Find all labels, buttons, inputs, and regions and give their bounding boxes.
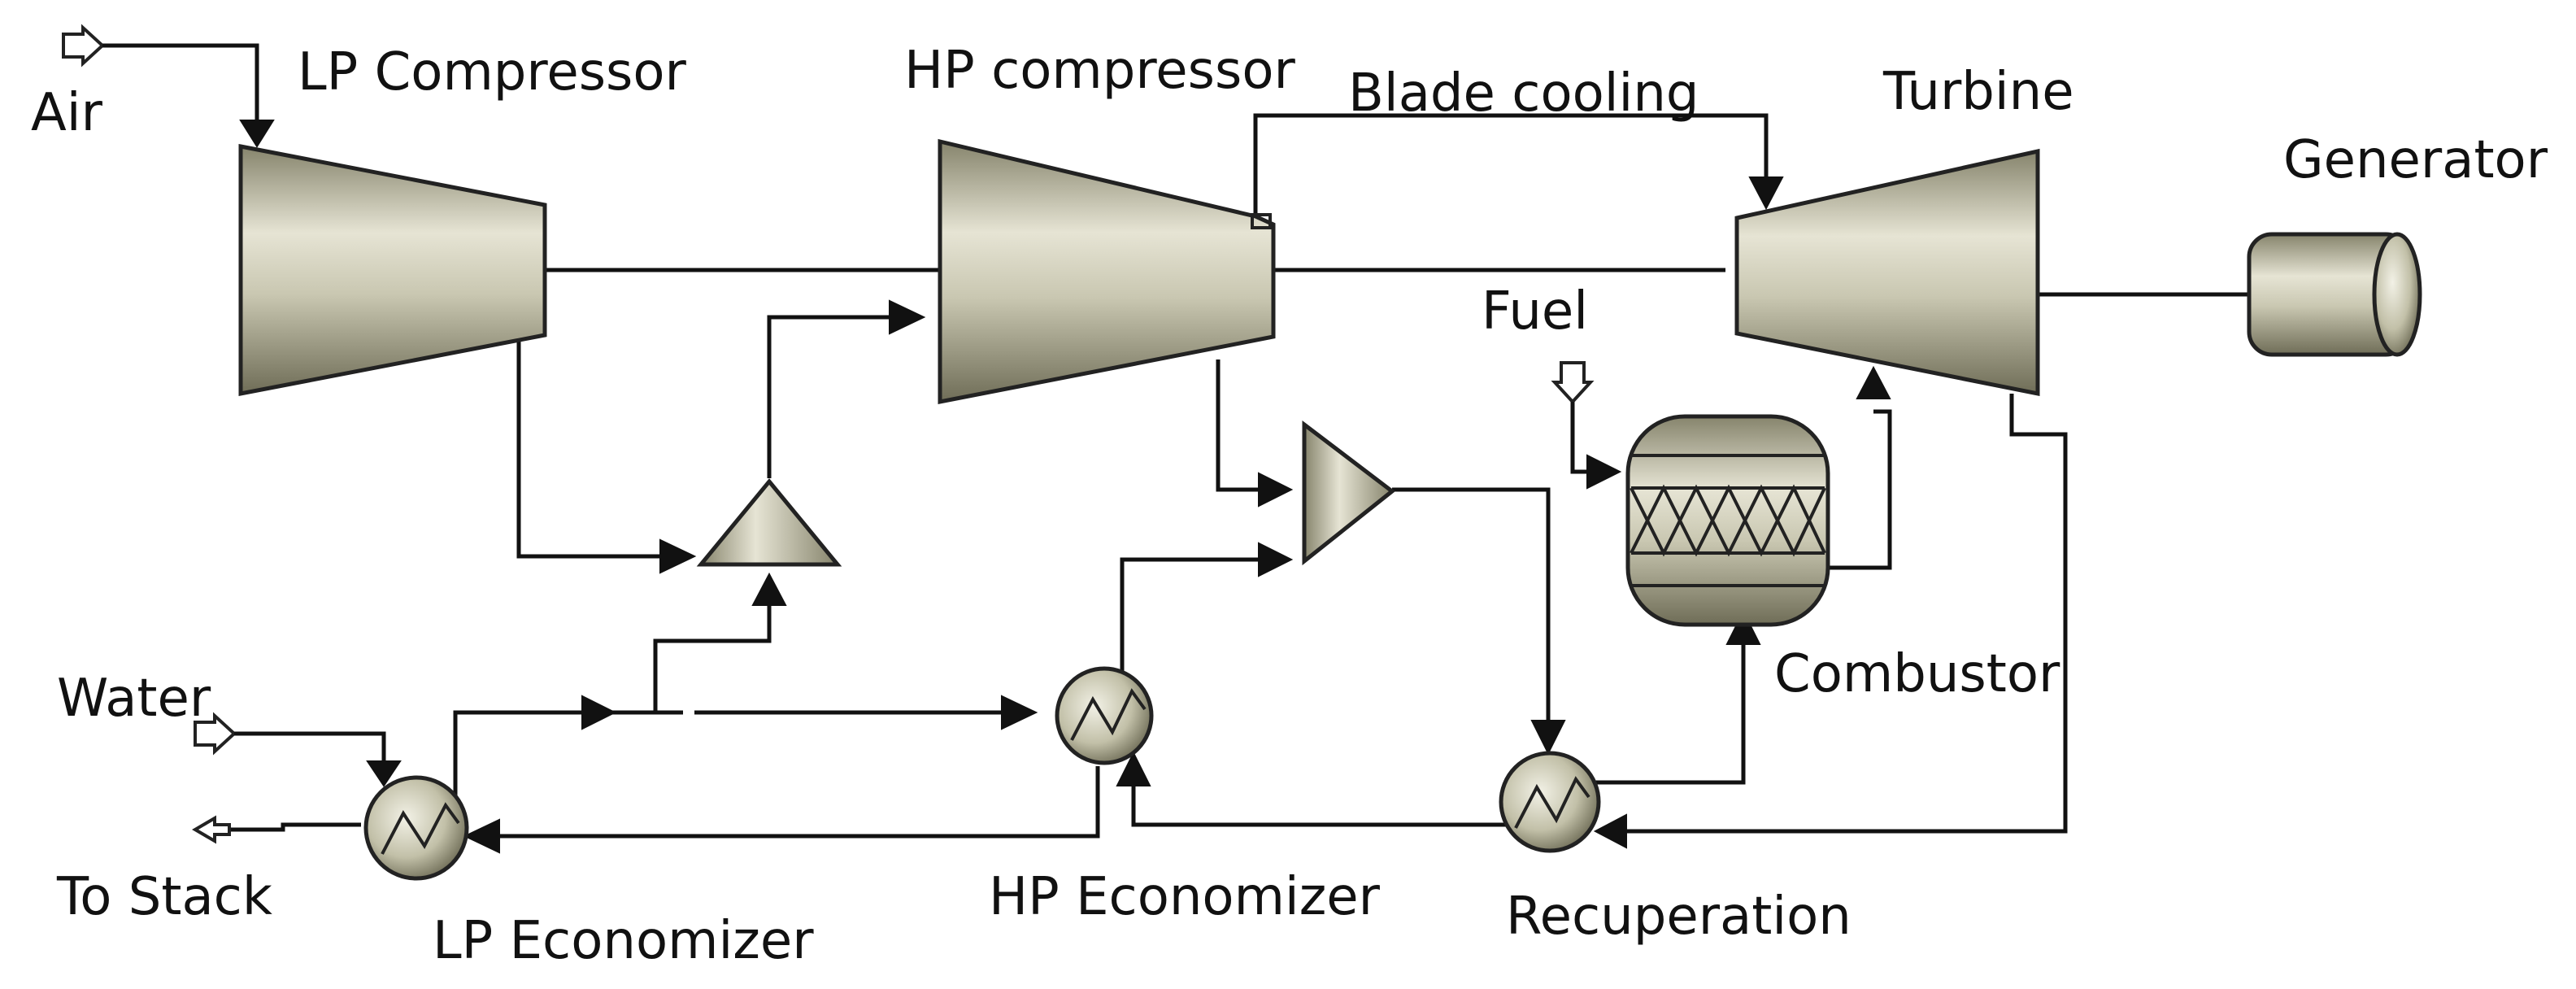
lp-econ-outlet-stream: [453, 572, 1038, 797]
mixer[interactable]: [696, 478, 842, 567]
blade-cooling-stream: [1253, 113, 1784, 215]
turbine-exhaust-stream: [1593, 394, 2068, 849]
to-stack-label: To Stack: [56, 867, 272, 927]
hp-economizer-label: HP Economizer: [989, 867, 1381, 927]
hp-compressor-label: HP compressor: [904, 41, 1296, 101]
to-stack-stream: [192, 815, 361, 844]
turbine-label: Turbine: [1882, 62, 2074, 122]
hp-econ-to-lp-econ-stream: [463, 766, 1100, 854]
splitter-to-recuperator-stream: [1392, 487, 1566, 756]
hp-compressor[interactable]: [938, 138, 1276, 405]
turbine[interactable]: [1734, 148, 2040, 397]
recup-to-hp-econ-stream: [1116, 751, 1508, 827]
lp-economizer-label: LP Economizer: [433, 911, 814, 971]
fuel-inlet-stream: [1551, 361, 1622, 490]
hp-bleed-stream: [1216, 359, 1294, 508]
water-inlet-stream: [194, 712, 402, 787]
generator-label: Generator: [2283, 130, 2548, 190]
recuperation-label: Recuperation: [1506, 887, 1852, 947]
hp-economizer[interactable]: [1055, 666, 1154, 765]
recuperator[interactable]: [1499, 751, 1601, 853]
mixer-to-hp-stream: [767, 299, 926, 478]
splitter[interactable]: [1302, 420, 1396, 566]
lp-compressor-label: LP Compressor: [298, 42, 687, 102]
water-label: Water: [57, 669, 211, 729]
blade-cooling-label: Blade cooling: [1348, 63, 1699, 124]
shaft-line: [545, 268, 2249, 297]
hp-econ-outlet-stream: [1120, 542, 1294, 675]
fuel-label: Fuel: [1482, 281, 1588, 342]
combustor-label: Combustor: [1774, 644, 2060, 704]
lp-compressor[interactable]: [238, 143, 547, 397]
generator[interactable]: [2247, 232, 2422, 357]
air-label: Air: [31, 83, 103, 143]
lp-economizer[interactable]: [363, 775, 469, 881]
recuperator-to-combustor-stream: [1594, 609, 1761, 785]
air-inlet-stream: [62, 24, 275, 148]
combustor[interactable]: [1625, 414, 1830, 627]
combustor-to-turbine-stream: [1828, 365, 1892, 570]
lp-outlet-stream: [516, 335, 697, 574]
